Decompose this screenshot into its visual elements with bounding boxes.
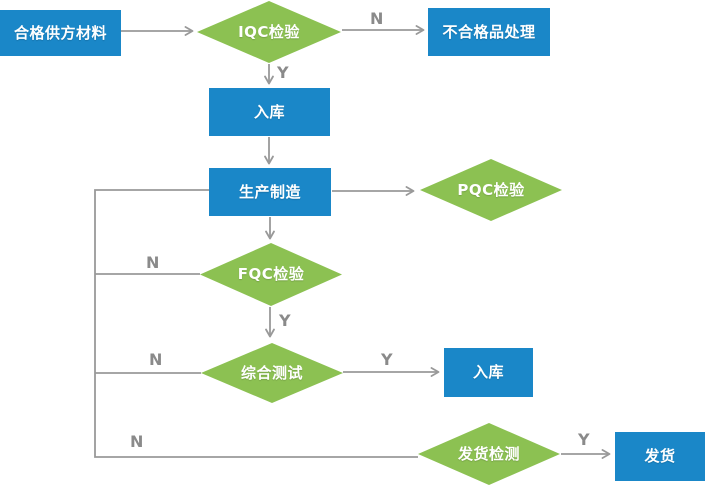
node-warehouse-in-2: 入库 <box>444 348 533 397</box>
edge-label-ship-no: N <box>130 432 144 451</box>
edge-label-iqc-yes: Y <box>277 63 289 82</box>
node-shipping: 发货 <box>615 432 705 481</box>
edge-label-iqc-no: N <box>370 9 384 28</box>
edge-label-fqc-no: N <box>146 253 160 272</box>
node-nonconforming-handling: 不合格品处理 <box>428 8 550 56</box>
node-qualified-supplier-material: 合格供方材料 <box>0 10 121 56</box>
edge-label-fqc-yes: Y <box>279 311 291 330</box>
edge-label-test-no: N <box>149 350 163 369</box>
connector-loop-spine <box>94 189 418 458</box>
node-production: 生产制造 <box>209 168 331 216</box>
edge-label-ship-yes: Y <box>578 430 590 449</box>
edge-label-test-yes: Y <box>381 350 393 369</box>
node-warehouse-in-1: 入库 <box>209 88 330 136</box>
